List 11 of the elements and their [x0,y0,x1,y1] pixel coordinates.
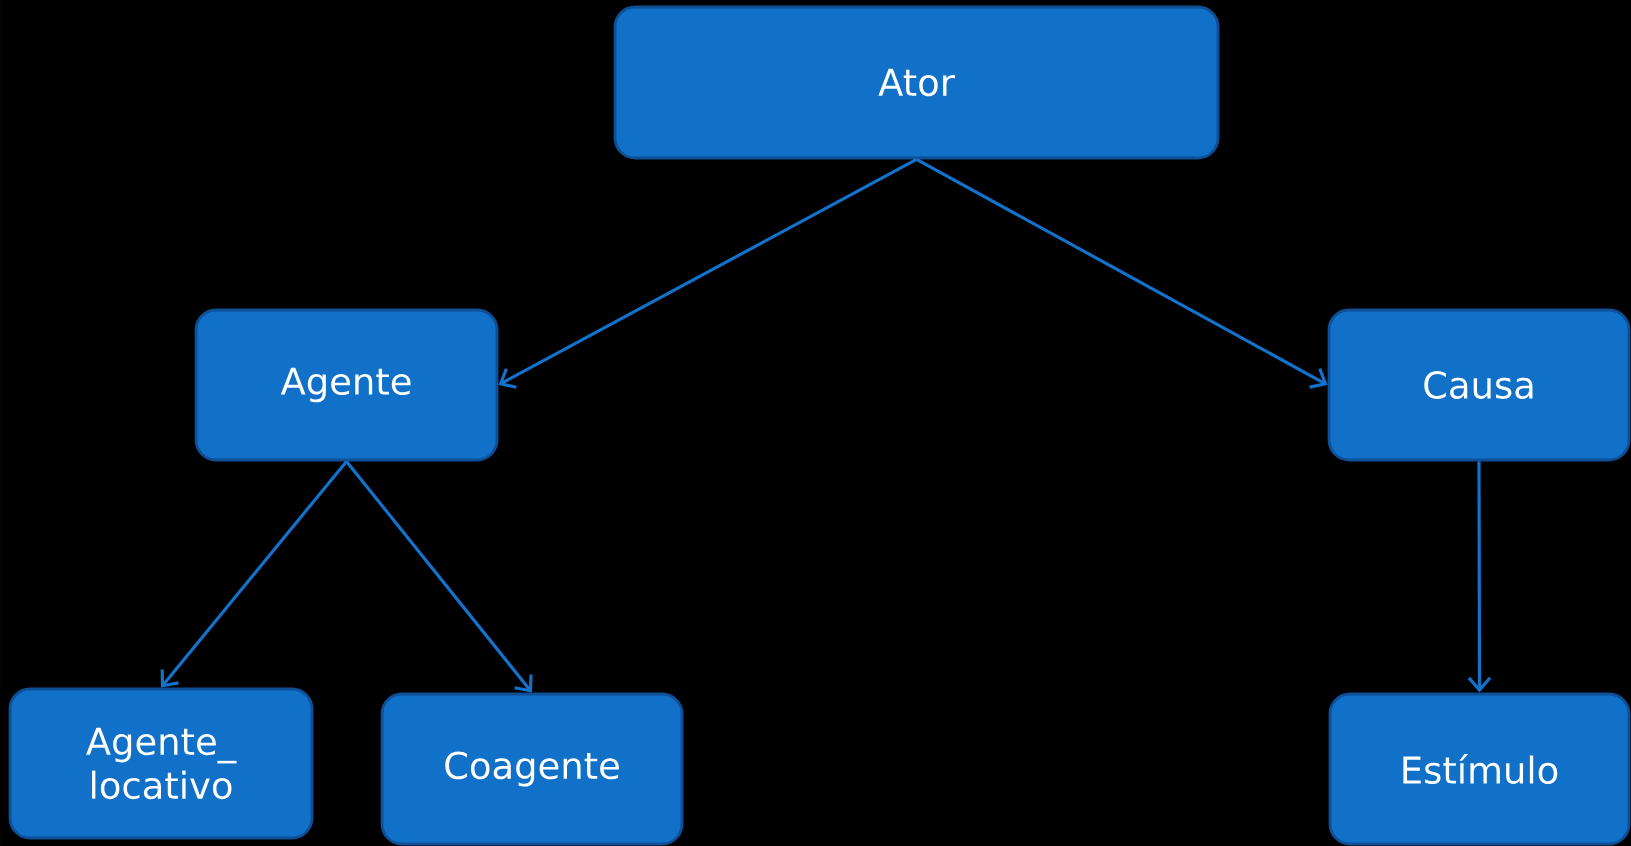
arrow [915,158,1328,389]
process-box: Agente_ locativo [8,687,314,840]
process-box: Agente [194,308,499,462]
arrow [160,460,348,688]
process-box: Ator [613,5,1220,160]
arrow [345,460,533,693]
arrow [1467,461,1492,693]
process-box: Coagente [380,692,684,846]
arrow [498,158,918,389]
process-box: Causa [1327,308,1631,462]
process-box: Estímulo [1328,692,1631,846]
